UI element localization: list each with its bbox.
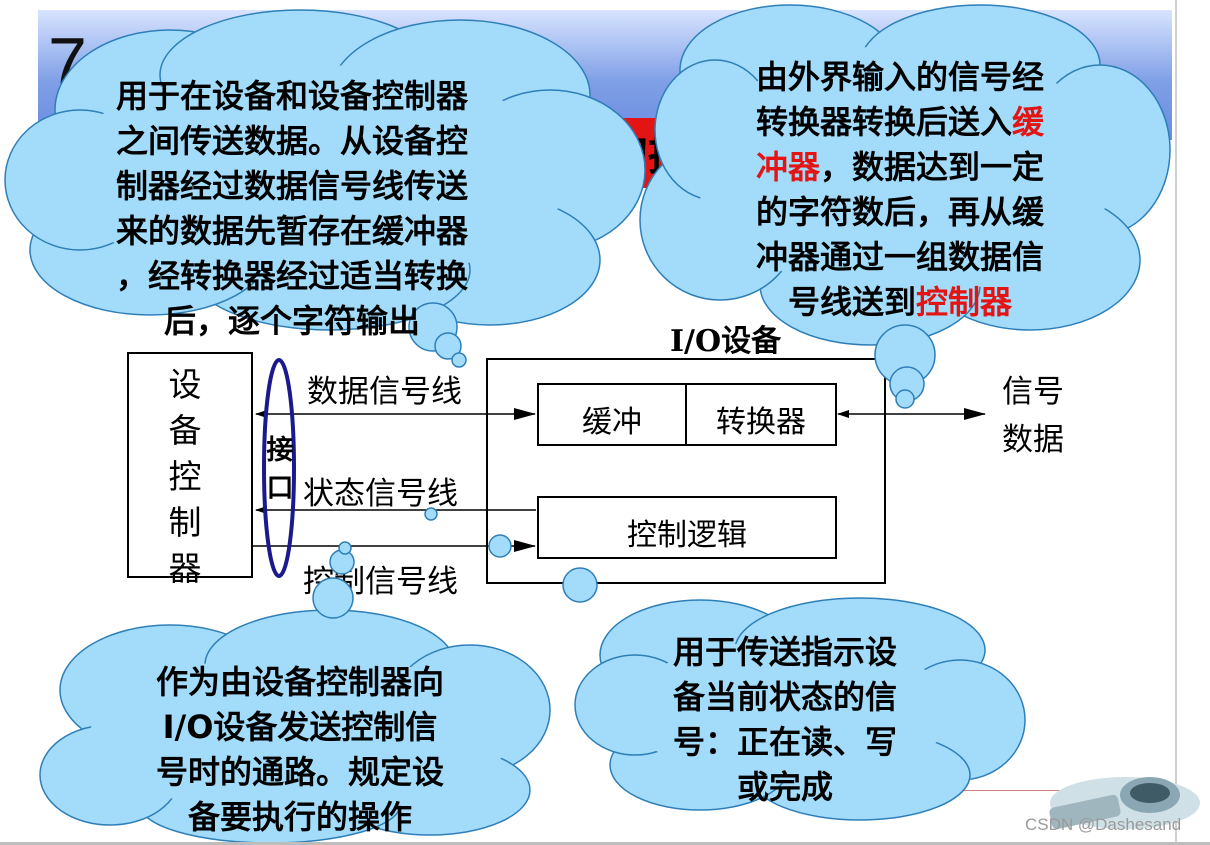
callout-line: 由外界输入的信号经 xyxy=(740,55,1060,100)
callout-line: 作为由设备控制器向 xyxy=(135,660,465,705)
callout-line: 备要执行的操作 xyxy=(135,795,465,840)
interface-char: 口 xyxy=(266,470,294,508)
converter-callout-text: 由外界输入的信号经 转换器转换后送入缓 冲器，数据达到一定 的字符数后，再从缓 … xyxy=(740,55,1060,325)
watermark: CSDN @Dashesand xyxy=(1025,815,1181,835)
callout-line: 号时的通路。规定设 xyxy=(135,750,465,795)
interface-label: 接 口 xyxy=(266,432,294,508)
control-line-callout-text: 作为由设备控制器向 I/O设备发送控制信 号时的通路。规定设 备要执行的操作 xyxy=(135,660,465,840)
callout-line: 冲器，数据达到一定 xyxy=(740,145,1060,190)
interface-char: 接 xyxy=(266,432,294,470)
callout-line: 来的数据先暂存在缓冲器 xyxy=(92,209,492,254)
callout-line: 号线送到控制器 xyxy=(740,280,1060,325)
callout-line: 冲器通过一组数据信 xyxy=(740,235,1060,280)
callout-line: I/O设备发送控制信 xyxy=(135,705,465,750)
data-line-callout-text: 用于在设备和设备控制器 之间传送数据。从设备控 制器经过数据信号线传送 来的数据… xyxy=(92,74,492,344)
callout-line: 用于传送指示设 xyxy=(650,630,920,675)
callout-line: 制器经过数据信号线传送 xyxy=(92,164,492,209)
callout-line: 备当前状态的信 xyxy=(650,675,920,720)
status-line-callout-text: 用于传送指示设 备当前状态的信 号：正在读、写 或完成 xyxy=(650,630,920,810)
callout-line: 之间传送数据。从设备控 xyxy=(92,119,492,164)
callout-line: ，经转换器经过适当转换 xyxy=(92,254,492,299)
callout-line: 转换器转换后送入缓 xyxy=(740,100,1060,145)
highlight-text: 缓 xyxy=(1012,103,1044,141)
highlight-text: 控制器 xyxy=(916,283,1012,321)
callout-line: 或完成 xyxy=(650,765,920,810)
callout-line: 后，逐个字符输出 xyxy=(92,299,492,344)
highlight-text: 冲器 xyxy=(756,148,820,186)
callout-line: 号：正在读、写 xyxy=(650,720,920,765)
callout-line: 的字符数后，再从缓 xyxy=(740,190,1060,235)
callout-line: 用于在设备和设备控制器 xyxy=(92,74,492,119)
